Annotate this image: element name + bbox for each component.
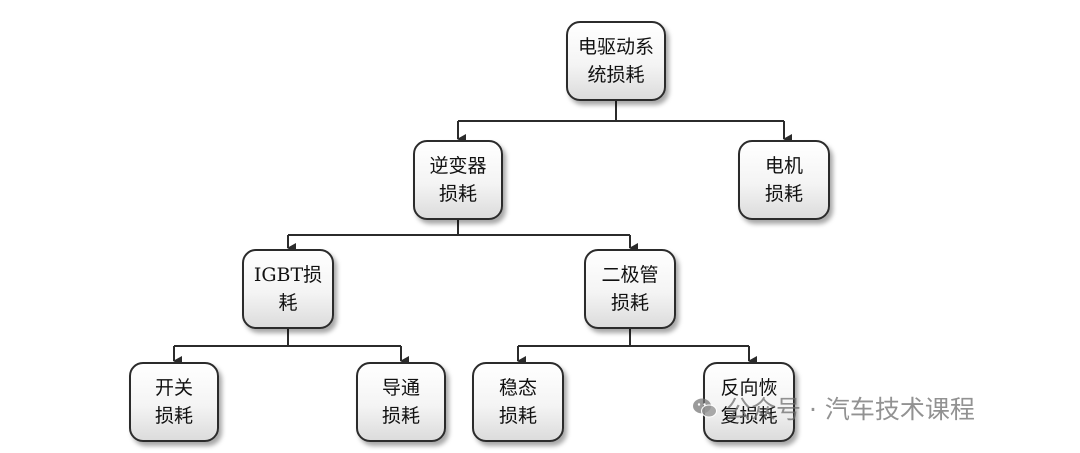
node-line-2: 损耗 <box>381 405 420 427</box>
node-motor-loss: 电机损耗 <box>738 140 830 220</box>
node-line-2: 损耗 <box>764 183 803 205</box>
node-igbt-loss: IGBT损耗 <box>242 249 334 329</box>
node-line-1: 导通 <box>381 377 420 399</box>
node-line-2: 统损耗 <box>587 64 645 86</box>
node-electric-drive-loss: 电驱动系统损耗 <box>566 21 666 101</box>
node-line-1: IGBT损 <box>253 264 323 286</box>
node-line-1: 二极管 <box>601 264 659 286</box>
node-line-1: 电驱动系 <box>577 36 654 58</box>
node-line-1: 稳态 <box>498 377 537 399</box>
node-line-1: 逆变器 <box>429 155 487 177</box>
node-conduction-loss: 导通损耗 <box>356 362 446 442</box>
node-reverse-recovery-loss: 反向恢复损耗 <box>703 362 795 442</box>
node-line-2: 耗 <box>278 292 298 314</box>
node-line-2: 复损耗 <box>720 405 778 427</box>
node-diode-loss: 二极管损耗 <box>584 249 676 329</box>
watermark: 公众号 · 汽车技术课程 <box>692 388 975 428</box>
wechat-icon <box>693 398 717 418</box>
node-line-1: 反向恢 <box>720 377 778 399</box>
node-line-2: 损耗 <box>154 405 193 427</box>
node-line-2: 损耗 <box>438 183 477 205</box>
node-line-1: 电机 <box>764 155 803 177</box>
node-steady-state-loss: 稳态损耗 <box>472 362 564 442</box>
node-inverter-loss: 逆变器损耗 <box>413 140 503 220</box>
node-switching-loss: 开关损耗 <box>129 362 219 442</box>
node-line-1: 开关 <box>154 377 193 399</box>
node-line-2: 损耗 <box>610 292 649 314</box>
node-line-2: 损耗 <box>498 405 537 427</box>
watermark-text: 公众号 · 汽车技术课程 <box>726 395 975 424</box>
